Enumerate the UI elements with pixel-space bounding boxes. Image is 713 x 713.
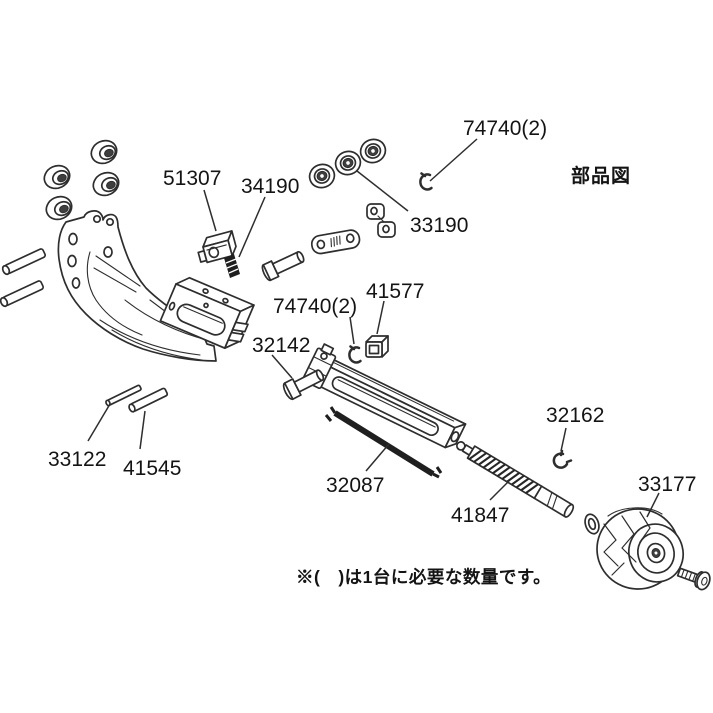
frame-hole	[71, 277, 81, 289]
leader-74740-mid	[349, 316, 355, 345]
part-label-41577: 41577	[366, 280, 424, 303]
feed-screw-41847	[456, 441, 575, 518]
part-label-32162: 32162	[546, 404, 604, 427]
slide-bar	[302, 343, 467, 449]
link-plate-long	[310, 229, 361, 255]
roller	[45, 195, 73, 221]
part-label-51307: 51307	[163, 167, 221, 190]
frame-hole	[103, 246, 113, 258]
housing-hole	[202, 288, 209, 295]
retaining-clip-74740-mid	[348, 345, 362, 364]
hex-bolt-upper	[261, 250, 305, 282]
rollers-group	[43, 139, 120, 221]
housing-tab	[227, 331, 245, 343]
frame-hole	[67, 254, 77, 268]
thread-hatching	[468, 449, 539, 494]
housing-tab	[231, 321, 249, 333]
cutter-wheel	[359, 138, 387, 164]
roller	[92, 171, 120, 197]
part-label-33190: 33190	[410, 214, 468, 237]
leader-33190	[356, 170, 409, 212]
rack-32087	[324, 406, 443, 479]
part-label-34190: 34190	[241, 175, 299, 198]
leader-33177	[646, 492, 660, 518]
frame-lug-hole	[105, 217, 115, 227]
housing-hole	[203, 302, 209, 309]
part-label-33122: 33122	[48, 448, 106, 471]
cutter-wheels-33190	[308, 138, 387, 189]
pin-left-upper	[1, 248, 46, 276]
spring-34190	[224, 254, 240, 278]
roller	[90, 139, 118, 165]
quantity-note: ※( )は1台に必要な数量です。	[296, 567, 551, 587]
leader-32142	[271, 354, 293, 379]
feed-housing	[159, 276, 255, 350]
diagram-title: 部品図	[571, 164, 631, 187]
latch-51307	[197, 230, 237, 264]
housing-hole	[168, 301, 176, 311]
leader-34190	[238, 196, 266, 258]
cutter-wheel	[308, 163, 336, 189]
leader-41577	[376, 300, 385, 335]
square-nut-41577	[365, 335, 389, 358]
part-label-74740-mid: 74740(2)	[273, 295, 357, 318]
clip-32162	[552, 449, 573, 469]
washer	[584, 513, 600, 535]
leader-51307	[203, 189, 217, 232]
knob-33177	[596, 507, 684, 590]
link-plate-small	[366, 203, 396, 238]
hex-bolt-32142	[282, 369, 325, 401]
part-label-32142: 32142	[252, 334, 310, 357]
retaining-clip-74740-top	[419, 172, 433, 191]
pin-41545	[128, 387, 169, 413]
leader-lines	[87, 138, 660, 518]
pin-left-lower	[0, 280, 44, 308]
leader-33122	[87, 403, 111, 442]
knurling	[603, 511, 651, 576]
part-label-74740-top: 74740(2)	[463, 117, 547, 140]
part-label-33177: 33177	[638, 473, 696, 496]
part-labels: 74740(2) 33190 51307 34190 74740(2) 4157…	[48, 117, 696, 527]
leader-41545	[139, 410, 146, 450]
leader-41847	[489, 480, 510, 501]
leader-32087	[365, 443, 390, 472]
cutter-wheel	[334, 150, 362, 176]
screw-bottom-right	[676, 567, 711, 591]
roller	[43, 164, 71, 190]
frame-lug-hole	[92, 214, 102, 224]
part-label-41847: 41847	[451, 504, 509, 527]
housing-hole	[222, 297, 229, 304]
part-label-41545: 41545	[123, 457, 181, 480]
leader-74740-top	[429, 138, 478, 182]
frame-hole	[68, 232, 78, 246]
leader-32162	[560, 427, 567, 452]
part-label-32087: 32087	[326, 474, 384, 497]
